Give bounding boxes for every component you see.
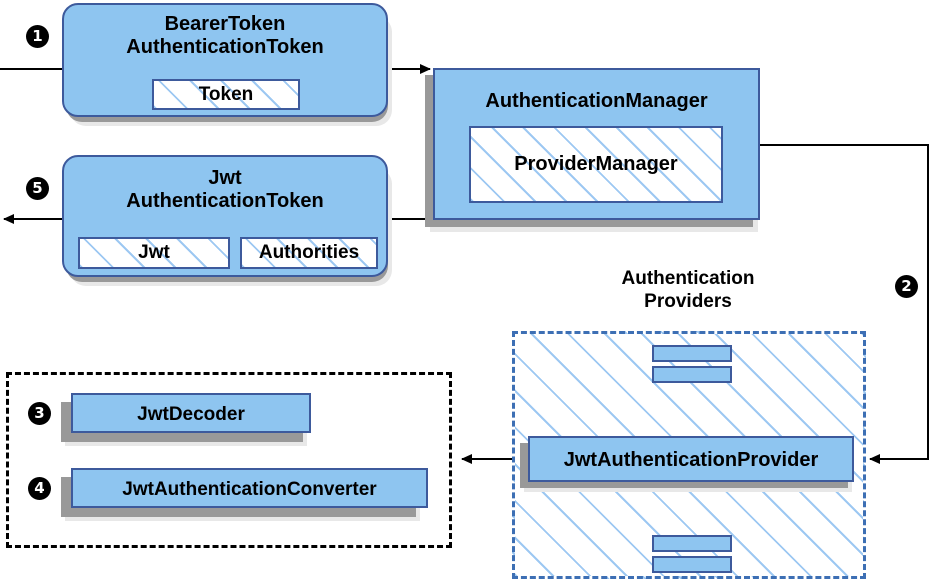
provider-stub-top-1	[652, 345, 732, 362]
provider-stub-top-2	[652, 366, 732, 383]
jwt-authentication-converter-node[interactable]: JwtAuthenticationConverter	[71, 468, 428, 508]
authentication-manager-node[interactable]: AuthenticationManager ProviderManager	[433, 68, 760, 220]
authentication-manager-title: AuthenticationManager	[485, 90, 708, 112]
jwt-authentication-provider-node[interactable]: JwtAuthenticationProvider	[528, 436, 854, 482]
step-badge-3: 3	[28, 402, 51, 425]
step-badge-1: 1	[26, 25, 49, 48]
bearer-token-title-line1: BearerToken	[164, 13, 286, 35]
jwt-token-title-line1: Jwt	[208, 167, 242, 189]
jwt-decoder-node[interactable]: JwtDecoder	[71, 393, 311, 433]
step-badge-4: 4	[28, 477, 51, 500]
provider-manager-panel[interactable]: ProviderManager	[469, 126, 723, 203]
jwt-support-group	[6, 372, 452, 548]
providers-caption-line1: Authentication	[621, 268, 755, 289]
jwt-token-title: Jwt AuthenticationToken	[64, 167, 386, 213]
jwt-token-field-authorities[interactable]: Authorities	[240, 237, 378, 269]
step-badge-5: 5	[26, 177, 49, 200]
jwt-converter-label: JwtAuthenticationConverter	[122, 479, 377, 500]
provider-stub-bottom-1	[652, 535, 732, 552]
bearer-token-node[interactable]: BearerToken AuthenticationToken Token	[62, 3, 388, 117]
jwt-token-title-line2: AuthenticationToken	[126, 190, 324, 212]
bearer-token-field-token[interactable]: Token	[152, 79, 300, 110]
bearer-token-title: BearerToken AuthenticationToken	[64, 13, 386, 59]
authentication-providers-caption: Authentication Providers	[560, 268, 816, 314]
jwt-decoder-label: JwtDecoder	[137, 404, 245, 425]
provider-stub-bottom-2	[652, 556, 732, 573]
bearer-token-title-line2: AuthenticationToken	[126, 36, 324, 58]
jwt-authentication-provider-label: JwtAuthenticationProvider	[563, 449, 819, 471]
jwt-token-field-jwt[interactable]: Jwt	[78, 237, 230, 269]
jwt-authentication-token-node[interactable]: Jwt AuthenticationToken Jwt Authorities	[62, 155, 388, 277]
step-badge-2: 2	[895, 275, 918, 298]
providers-caption-line2: Providers	[644, 290, 732, 312]
